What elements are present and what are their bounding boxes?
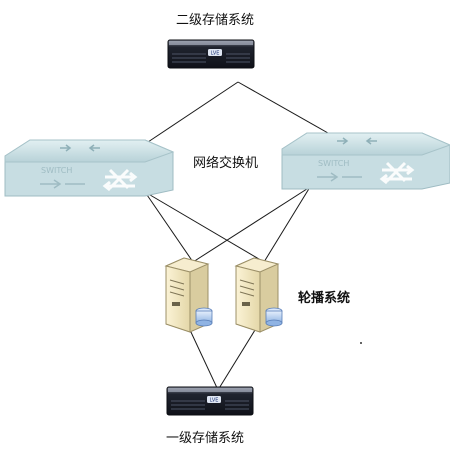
link-server-b-bottom-storage: [217, 329, 256, 391]
top-storage-label: 二级存储系统: [176, 13, 255, 28]
link-top-storage-left-switch: [147, 81, 239, 143]
storage-badge-text: LVE: [210, 398, 219, 404]
link-top-storage-right-switch: [237, 81, 329, 134]
top-storage-rack: LVE: [167, 39, 255, 69]
bottom-storage-rack: LVE: [166, 386, 254, 416]
link-server-a-bottom-storage: [189, 329, 219, 391]
link-left-switch-server-b: [144, 191, 265, 263]
switches-label: 网络交换机: [193, 156, 259, 171]
right-switch: SWITCH: [281, 132, 450, 190]
server-b: [234, 257, 283, 333]
connection-lines: [144, 81, 329, 391]
left-switch-brand: SWITCH: [41, 166, 72, 175]
carousel-label: 轮播系统: [298, 291, 351, 306]
link-right-switch-server-a: [192, 186, 311, 263]
server-a-disk: [195, 307, 213, 327]
link-left-switch-server-a: [144, 191, 194, 263]
server-b-disk: [265, 307, 283, 327]
bottom-storage-label: 一级存储系统: [166, 431, 245, 446]
stray-dot: [360, 342, 362, 344]
left-switch: SWITCH: [4, 139, 175, 197]
server-a: [164, 257, 213, 333]
storage-badge-text: LVE: [211, 51, 220, 57]
link-right-switch-server-b: [263, 186, 311, 263]
right-switch-brand: SWITCH: [318, 159, 349, 168]
